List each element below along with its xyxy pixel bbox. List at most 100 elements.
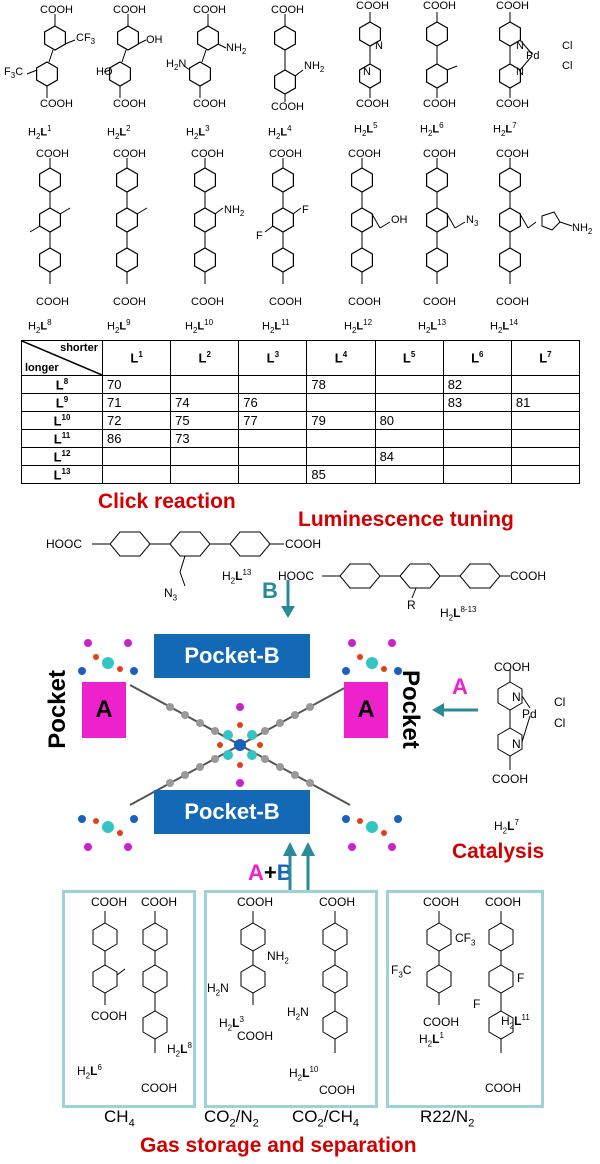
h2n-text: H2N [207,981,229,998]
catalysis-title: Catalysis [452,840,545,863]
cooh-text: COOH [141,895,177,909]
ligand-name-l11: H2L11 [262,318,290,335]
cooh-text: COOH [496,148,529,160]
pocket-a-left: A [82,682,126,738]
cooh-text: COOH [485,1081,521,1095]
table-cell: 78 [306,375,376,394]
luminescence-title: Luminescence tuning [298,508,514,531]
ho-text: HO [96,66,113,78]
pocket-label-right: Pocket [397,670,424,749]
ligand-l12 [352,158,391,284]
ligand-l6 [426,12,458,98]
table-header-row: shorter longer L1 L2 L3 L4 L5 L6 L7 [21,340,581,376]
pocket-a-right: A [344,682,388,738]
cooh-text: COOH [496,0,529,12]
ligand-name-l1: H2L1 [28,124,52,141]
cooh-text: COOH [348,148,381,160]
nh2-text: NH2 [572,222,593,237]
gas-label-co2-ch4: CO2/CH4 [292,1107,360,1130]
table-row: L8 70 78 82 [21,375,581,394]
ligand-l11 [264,158,302,284]
cooh-text: COOH [191,148,224,160]
cooh-text: COOH [485,895,521,909]
table-cell: 76 [238,393,308,412]
table-cell [374,375,444,394]
ligand-l3 [183,14,227,98]
row-header: L13 [21,465,103,484]
gas-label-r22-n2: R22/N2 [420,1107,475,1130]
cooh-text: COOH [423,148,456,160]
nh2-text: NH2 [267,949,289,966]
n-text: N [516,66,524,78]
table-cell: 81 [510,393,581,412]
ligand-l5 [359,12,381,98]
table-row: L11 86 73 [21,429,581,448]
f3c-text: F3C [391,963,412,980]
f3c-text: F3C [4,66,24,81]
cl-text: Cl [554,716,566,730]
cooh-text: COOH [113,98,146,110]
n3-text: N3 [164,586,178,603]
table-cell: 77 [238,411,308,430]
cooh-text: COOH [113,4,146,16]
row-header: L12 [21,447,103,466]
pocket-b-bottom: Pocket-B [154,790,310,834]
cooh-text: COOH [423,1015,459,1029]
table-cell [306,429,376,448]
ligand-name-l14: H2L14 [490,318,519,335]
gas-box-co2-structures [240,911,348,1053]
ligand-name-l10: H2L10 [185,318,214,335]
cooh-text: COOH [237,895,273,909]
ligand-l2 [103,14,147,98]
cooh-text: COOH [269,148,302,160]
cooh-text: COOH [36,148,69,160]
pocket-b-top: Pocket-B [154,634,310,678]
cooh-text: COOH [356,98,389,110]
table-cell [238,465,308,484]
cooh-text: COOH [494,660,530,674]
oh-text: OH [391,214,408,226]
cooh-text: COOH [510,569,546,583]
table-cell: 73 [170,429,240,448]
table-cell [238,375,308,394]
table-row: L13 85 [21,465,581,484]
ligand-l13 [427,158,466,284]
col-header: L4 [306,340,376,376]
pd-text: Pd [522,707,537,721]
arrow-left-icon [432,703,478,717]
ligand-name-l4: H2L4 [268,124,292,141]
hooc-text: HOOC [278,569,314,583]
table-row: L9 71 74 76 83 81 [21,393,581,412]
col-header: L1 [101,340,172,376]
arrow-down-icon [281,580,295,618]
cooh-text: COOH [193,4,226,16]
gas-box-co2: COOH COOH COOH COOH NH2 H2N H2N H2L3 H2L… [204,890,378,1108]
table-cell [238,429,308,448]
cooh-text: COOH [91,1009,127,1023]
cf3-text: CF3 [76,32,96,47]
cooh-text: COOH [271,4,304,16]
col-header: L5 [374,340,444,376]
cooh-text: COOH [113,148,146,160]
nh2-text: NH2 [224,204,245,219]
ligand-l14 [500,158,573,284]
cooh-text: COOH [496,296,529,308]
ligand-name-l5: H2L5 [354,121,378,138]
h2l13-label: H2L13 [222,568,252,586]
h2n-text: H2N [166,58,187,73]
ligand-name-l2: H2L2 [107,124,131,141]
cooh-text: COOH [191,296,224,308]
combination-table: shorter longer L1 L2 L3 L4 L5 L6 L7 L8 7… [21,340,581,484]
table-cell [101,465,172,484]
table-cell [101,447,172,466]
ligand-l1 [26,14,76,98]
cooh-text: COOH [36,296,69,308]
ligand-row-2 [29,140,573,335]
table-cell: 85 [306,465,376,484]
cl-text: Cl [554,695,566,709]
table-cell [442,465,512,484]
mof-framework [78,639,402,851]
ligand-l9 [117,158,148,284]
arrow-a-label: A [452,674,468,699]
table-cell [374,429,444,448]
